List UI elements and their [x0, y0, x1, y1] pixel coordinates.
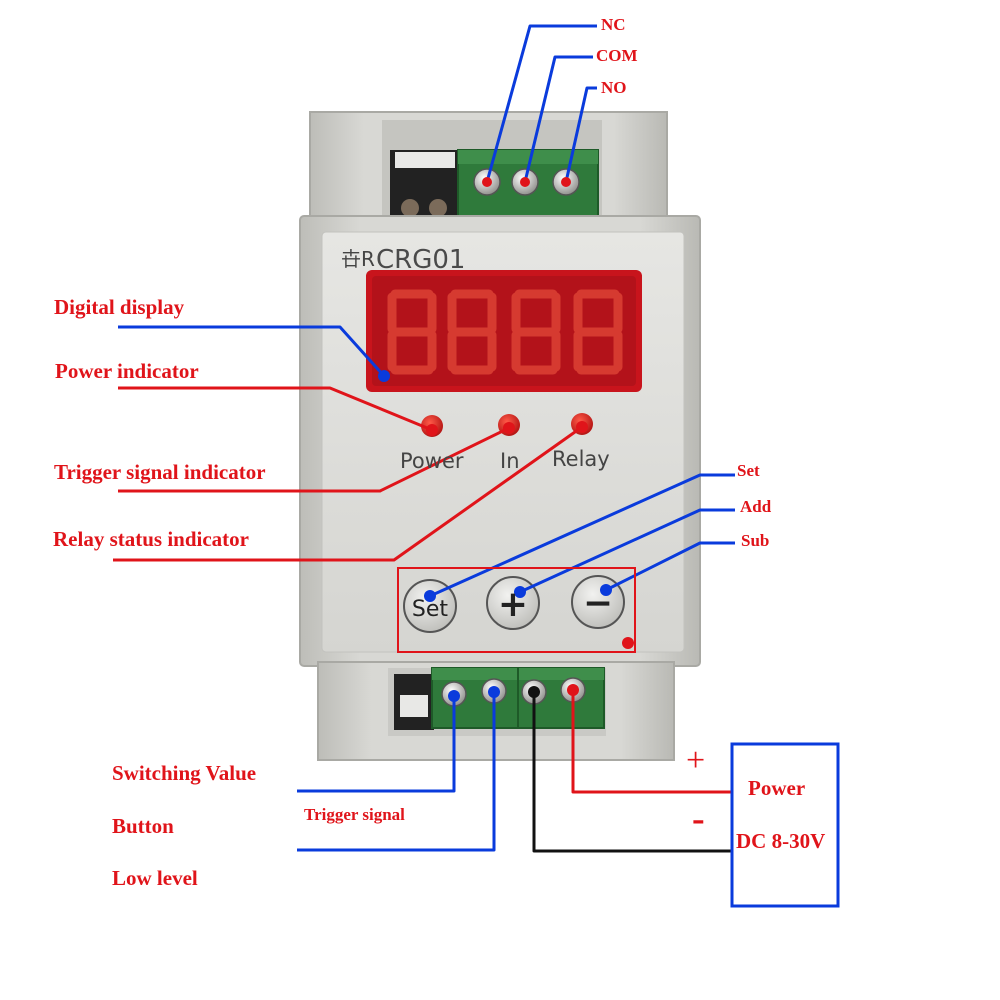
set-label: Set	[737, 461, 760, 480]
trigger-signal-indicator-label: Trigger signal indicator	[54, 460, 266, 484]
sub-label: Sub	[741, 531, 770, 550]
sub-button-label: −	[583, 583, 613, 624]
callout-dots	[378, 177, 634, 702]
upper-housing	[309, 111, 668, 223]
switching-value-label: Switching Value	[112, 761, 257, 785]
callout-lines	[113, 24, 735, 853]
relay-status-indicator-label: Relay status indicator	[53, 527, 249, 551]
logo-mark: 卋R	[341, 247, 375, 271]
add-button-label: +	[498, 584, 528, 625]
no-label: NO	[601, 78, 627, 97]
set-leader	[429, 473, 735, 598]
relay-indicator-leader	[113, 425, 583, 562]
in-led-label: In	[500, 449, 520, 473]
negative-wire	[532, 692, 732, 853]
power-indicator-leader	[118, 386, 433, 432]
button-highlight-box	[397, 567, 636, 653]
digital-display	[366, 270, 642, 392]
nc-leader	[485, 24, 597, 183]
power-indicator-label: Power indicator	[55, 359, 199, 383]
display-digit	[573, 289, 623, 375]
sub-leader	[605, 541, 735, 592]
low-level-label: Low level	[112, 866, 198, 890]
model-label: CRG01	[376, 245, 465, 275]
digital-display-leader	[118, 325, 386, 378]
com-label: COM	[596, 46, 638, 65]
digital-display-label: Digital display	[54, 295, 185, 319]
com-leader	[523, 55, 593, 183]
nc-label: NC	[601, 15, 626, 34]
add-leader	[519, 508, 735, 594]
set-button-label: Set	[412, 597, 449, 622]
power-supply-box	[730, 742, 840, 908]
display-digit	[447, 289, 497, 375]
no-leader	[564, 86, 597, 183]
power-led-label: Power	[400, 449, 464, 473]
power-title: Power	[748, 776, 806, 800]
display-digit	[387, 289, 437, 375]
trigger-signal-label: Trigger signal	[304, 805, 405, 824]
set-button[interactable]	[403, 579, 457, 633]
button-label: Button	[112, 814, 174, 838]
switching-value-leader	[297, 696, 456, 793]
positive-wire	[571, 692, 732, 794]
add-label: Add	[740, 497, 772, 516]
low-level-leader	[297, 692, 496, 852]
relay-led-label: Relay	[552, 447, 610, 471]
power-range: DC 8-30V	[736, 829, 826, 853]
plus-sign: +	[686, 742, 706, 779]
display-digit	[511, 289, 561, 375]
trigger-indicator-leader	[118, 426, 510, 493]
bottom-terminal-block	[431, 667, 605, 729]
minus-sign: -	[692, 798, 705, 840]
